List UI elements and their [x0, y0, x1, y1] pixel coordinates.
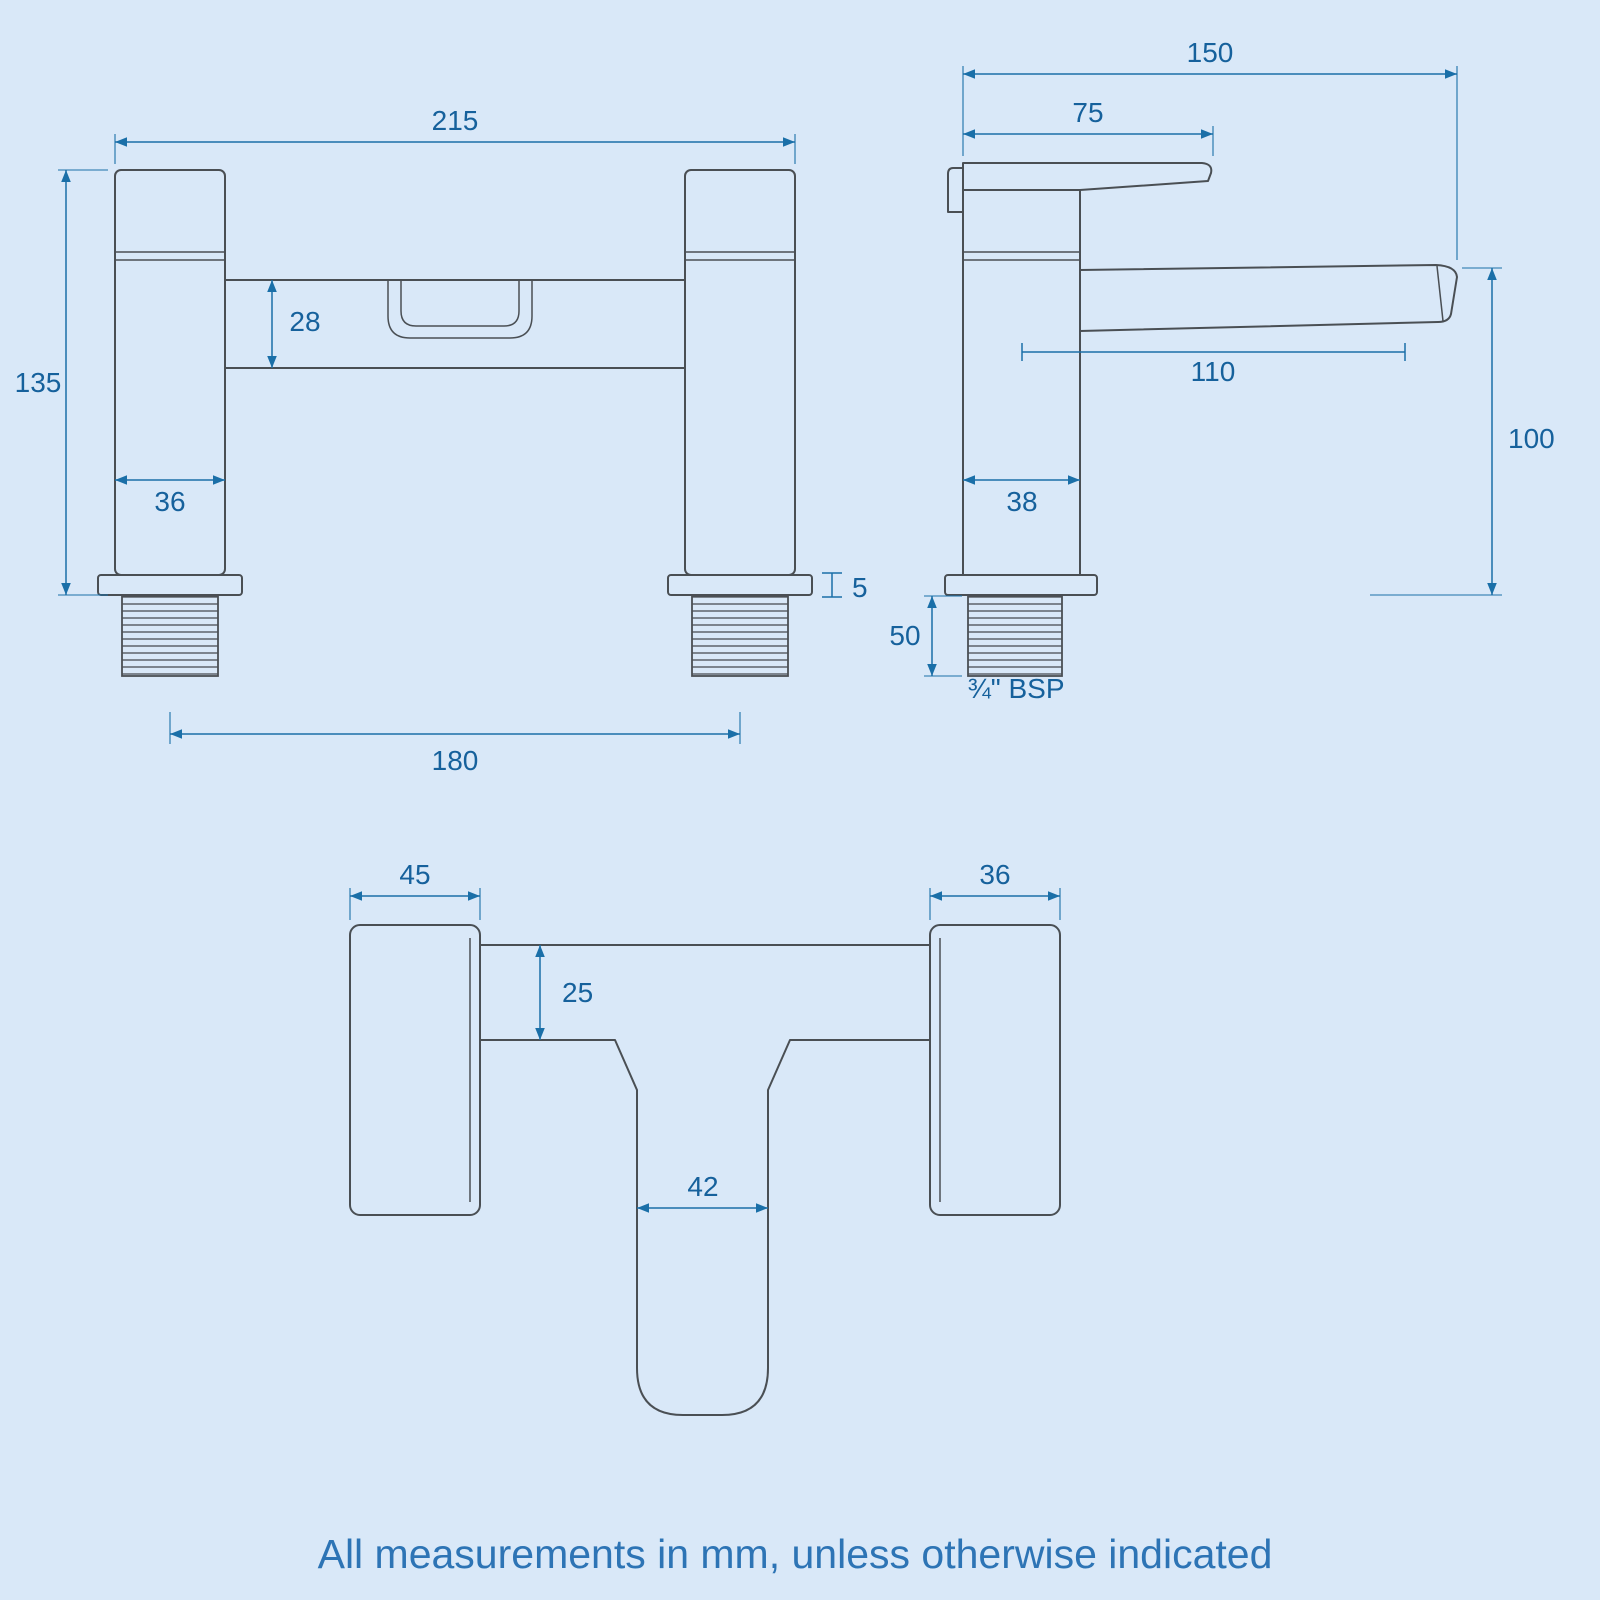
top-bridge-depth-label: 25	[562, 977, 593, 1008]
side-spout-reach-label: 110	[1191, 356, 1236, 387]
side-thread	[967, 595, 1063, 677]
front-overall-height-label: 135	[15, 367, 62, 398]
front-overall-width-label: 215	[432, 105, 479, 136]
measurements-note: All measurements in mm, unless otherwise…	[318, 1531, 1273, 1577]
top-left-handle	[349, 924, 481, 1216]
side-handle-pivot	[947, 167, 964, 213]
side-thread-spec-label: ¾" BSP	[967, 673, 1064, 704]
side-view: 150 75 110 100 38 50 ¾" BSP	[889, 37, 1554, 704]
front-left-base-plate	[97, 574, 243, 596]
front-left-thread	[121, 595, 219, 677]
front-right-thread	[691, 595, 789, 677]
top-right-handle	[929, 924, 1061, 1216]
side-handle-length-label: 75	[1072, 97, 1103, 128]
side-thread-length-label: 50	[889, 620, 920, 651]
side-overall-depth-label: 150	[1187, 37, 1234, 68]
side-base-plate	[944, 574, 1098, 596]
side-spout-tip-line	[1436, 265, 1444, 322]
front-bridge-recess-outer	[387, 281, 533, 339]
top-bridge-and-spout	[479, 944, 931, 1416]
side-body-depth-label: 38	[1006, 486, 1037, 517]
top-handle-depth-label: 36	[979, 859, 1010, 890]
side-handle-lever	[962, 162, 1213, 191]
front-bridge-recess-inner	[400, 281, 520, 327]
front-bridge-depth-label: 28	[289, 306, 320, 337]
front-base-thickness-label: 5	[852, 572, 868, 603]
front-right-base-plate	[667, 574, 813, 596]
side-body	[962, 184, 1081, 576]
side-spout	[1079, 264, 1458, 332]
top-view: 45 36 25 42	[349, 859, 1061, 1416]
top-handle-width-label: 45	[399, 859, 430, 890]
front-view: 215 135 28 36 5 180	[15, 105, 868, 776]
top-spout-width-label: 42	[687, 1171, 718, 1202]
front-right-pillar	[684, 169, 796, 576]
front-bridge	[224, 279, 686, 369]
front-pillar-width-label: 36	[154, 486, 185, 517]
side-spout-height-label: 100	[1508, 423, 1555, 454]
front-tap-centres-label: 180	[432, 745, 479, 776]
